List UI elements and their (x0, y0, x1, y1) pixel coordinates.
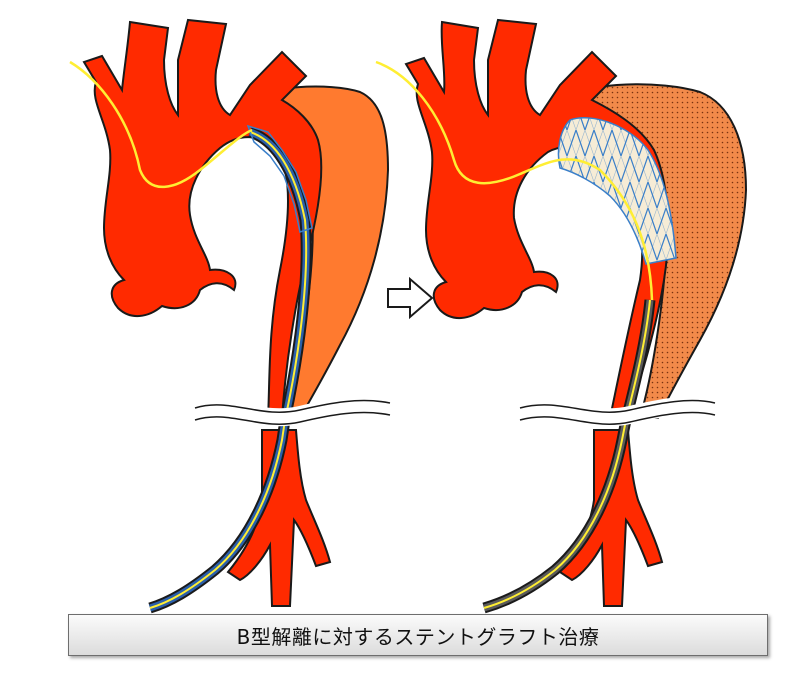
before-treatment-panel (69, 18, 392, 614)
break-symbol-treated (517, 396, 718, 427)
guidewire (69, 60, 253, 189)
figure-caption: B型解離に対するステントグラフト治療 (236, 624, 600, 649)
caption-box: B型解離に対するステントグラフト治療 (68, 614, 768, 656)
break-symbol (192, 396, 392, 427)
descending-aorta-lower (226, 429, 332, 607)
aortic-arch (82, 18, 323, 419)
descending-aorta-lower-treated (558, 429, 664, 607)
guidewire-treated (375, 60, 654, 301)
crimped-stent (246, 124, 313, 233)
right-arrow-icon (387, 276, 434, 320)
after-treatment-panel (375, 18, 748, 614)
